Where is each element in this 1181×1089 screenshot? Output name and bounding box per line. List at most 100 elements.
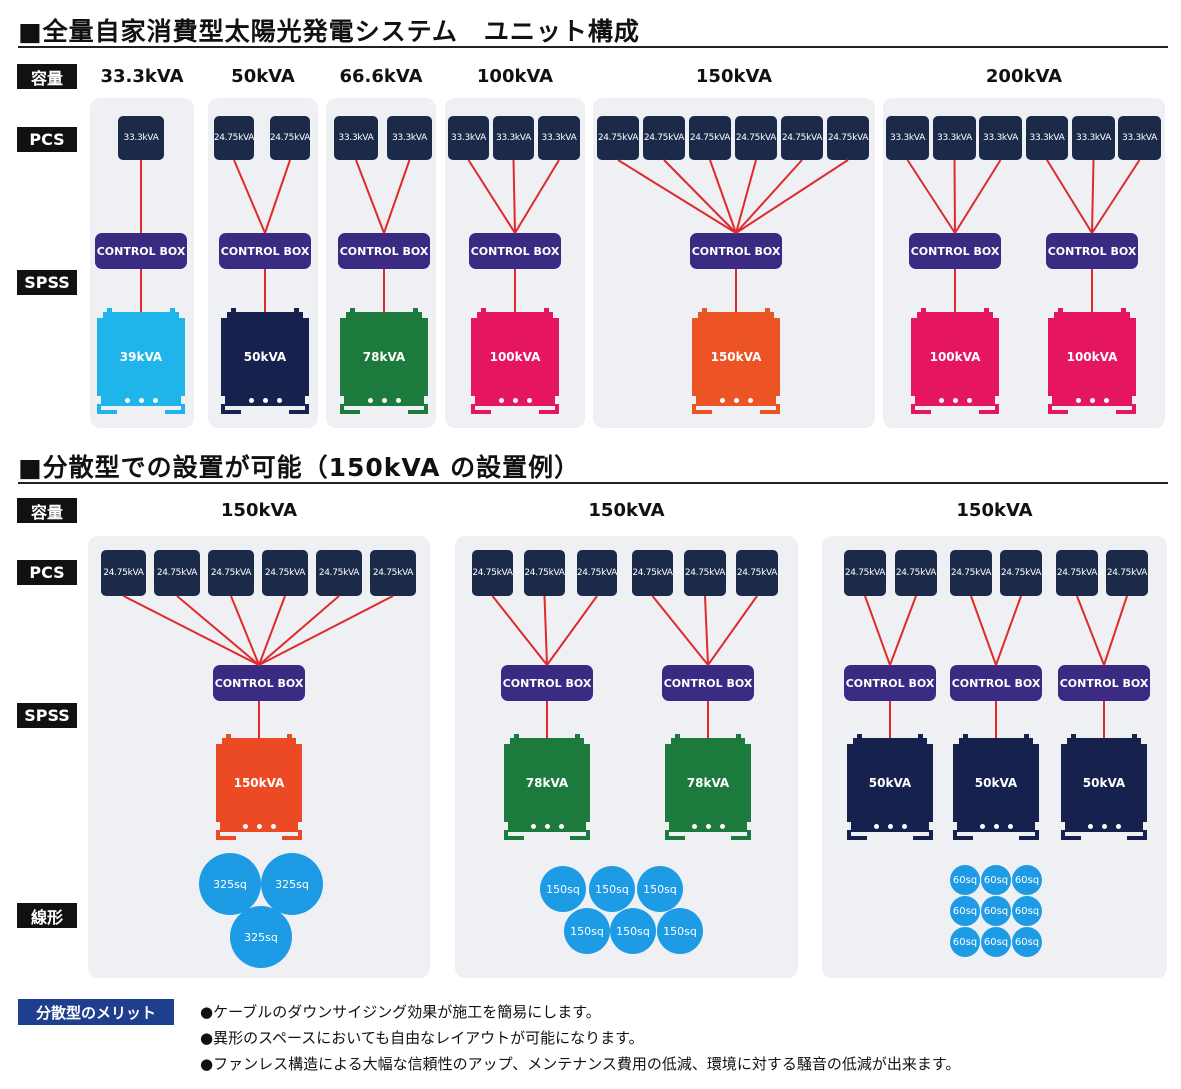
transformer-label: 50kVA [221,318,309,396]
transformer-terminal [963,734,968,742]
pcs-unit: 24.75kVA [472,550,513,596]
unit-capacity: 33.3kVA [100,66,184,87]
transformer-vent [1104,398,1109,403]
transformer-foot [1116,404,1136,414]
pcs-unit: 24.75kVA [270,116,310,160]
pcs-unit: 24.75kVA [262,550,308,596]
transformer-vent [396,398,401,403]
transformer-top [853,738,927,744]
control-box: CONTROL BOX [501,665,593,701]
transformer-vent [499,398,504,403]
pcs-unit: 24.75kVA [950,550,992,596]
unit-capacity: 150kVA [695,66,773,87]
transformer-foot [289,404,309,414]
cable-cross-section: 60sq [1012,927,1042,957]
transformer-terminal [1121,308,1126,316]
section2-label-spss: SPSS [17,703,77,728]
transformer-terminal [107,308,112,316]
transformer-terminal [226,734,231,742]
unit-capacity: 66.6kVA [339,66,423,87]
transformer-vent [531,824,536,829]
control-box: CONTROL BOX [338,233,430,269]
transformer: 100kVA [1048,308,1136,414]
transformer-top [917,312,993,318]
transformer-vent [243,824,248,829]
control-box: CONTROL BOX [219,233,311,269]
transformer-vent [153,398,158,403]
transformer-terminal [1071,734,1076,742]
pcs-unit: 24.75kVA [154,550,200,596]
control-box: CONTROL BOX [213,665,305,701]
transformer-vent [692,824,697,829]
pcs-unit: 24.75kVA [689,116,731,160]
transformer-foot [408,404,428,414]
transformer-vent [559,824,564,829]
transformer-top [671,738,745,744]
unit-capacity: 50kVA [231,66,295,87]
transformer-foot [665,830,685,840]
pcs-unit: 33.3kVA [933,116,976,160]
transformer-terminal [481,308,486,316]
transformer-vent [902,824,907,829]
cable-cross-section: 60sq [950,865,980,895]
transformer-foot [847,830,867,840]
transformer-terminal [294,308,299,316]
transformer-top [959,738,1033,744]
section2-label-pcs: PCS [17,560,77,585]
transformer-foot [504,830,524,840]
transformer-foot [539,404,559,414]
transformer-top [1067,738,1141,744]
transformer-terminal [918,734,923,742]
section2-label-capacity: 容量 [17,498,77,523]
cable-cross-section: 150sq [564,908,610,954]
transformer-terminal [575,734,580,742]
merits-label: 分散型のメリット [18,999,174,1025]
section1-title: ■全量自家消費型太陽光発電システム ユニット構成 [18,17,640,46]
transformer: 150kVA [216,734,302,840]
pcs-unit: 24.75kVA [735,116,777,160]
unit-capacity: 150kVA [588,500,665,521]
transformer-terminal [857,734,862,742]
transformer-vent [1090,398,1095,403]
transformer: 39kVA [97,308,185,414]
pcs-unit: 24.75kVA [1106,550,1148,596]
pcs-unit: 33.3kVA [538,116,580,160]
pcs-unit: 24.75kVA [1000,550,1042,596]
cable-cross-section: 325sq [199,853,261,915]
transformer-terminal [413,308,418,316]
transformer: 78kVA [504,734,590,840]
cable-cross-section: 325sq [230,906,292,968]
transformer-vent [980,824,985,829]
pcs-unit: 24.75kVA [577,550,617,596]
control-box: CONTROL BOX [95,233,187,269]
control-box: CONTROL BOX [1058,665,1150,701]
transformer: 50kVA [1061,734,1147,840]
pcs-unit: 33.3kVA [1072,116,1115,160]
transformer-terminal [765,308,770,316]
transformer-label: 39kVA [97,318,185,396]
transformer-vent [545,824,550,829]
transformer: 78kVA [340,308,428,414]
transformer-vent [271,824,276,829]
transformer-terminal [702,308,707,316]
transformer: 100kVA [471,308,559,414]
pcs-unit: 24.75kVA [643,116,685,160]
transformer-foot [570,830,590,840]
unit-capacity: 150kVA [220,500,298,521]
pcs-unit: 24.75kVA [316,550,362,596]
transformer-foot [1048,404,1068,414]
transformer-foot [221,404,241,414]
transformer-label: 100kVA [471,318,559,396]
transformer-terminal [544,308,549,316]
transformer-vent [1102,824,1107,829]
unit-capacity: 150kVA [956,500,1033,521]
control-box: CONTROL BOX [690,233,782,269]
transformer-top [222,738,296,744]
transformer-top [103,312,179,318]
cable-cross-section: 60sq [1012,865,1042,895]
transformer-foot [1061,830,1081,840]
section1-rule [18,46,1168,48]
pcs-unit: 24.75kVA [844,550,886,596]
transformer-label: 100kVA [911,318,999,396]
transformer-vent [734,398,739,403]
